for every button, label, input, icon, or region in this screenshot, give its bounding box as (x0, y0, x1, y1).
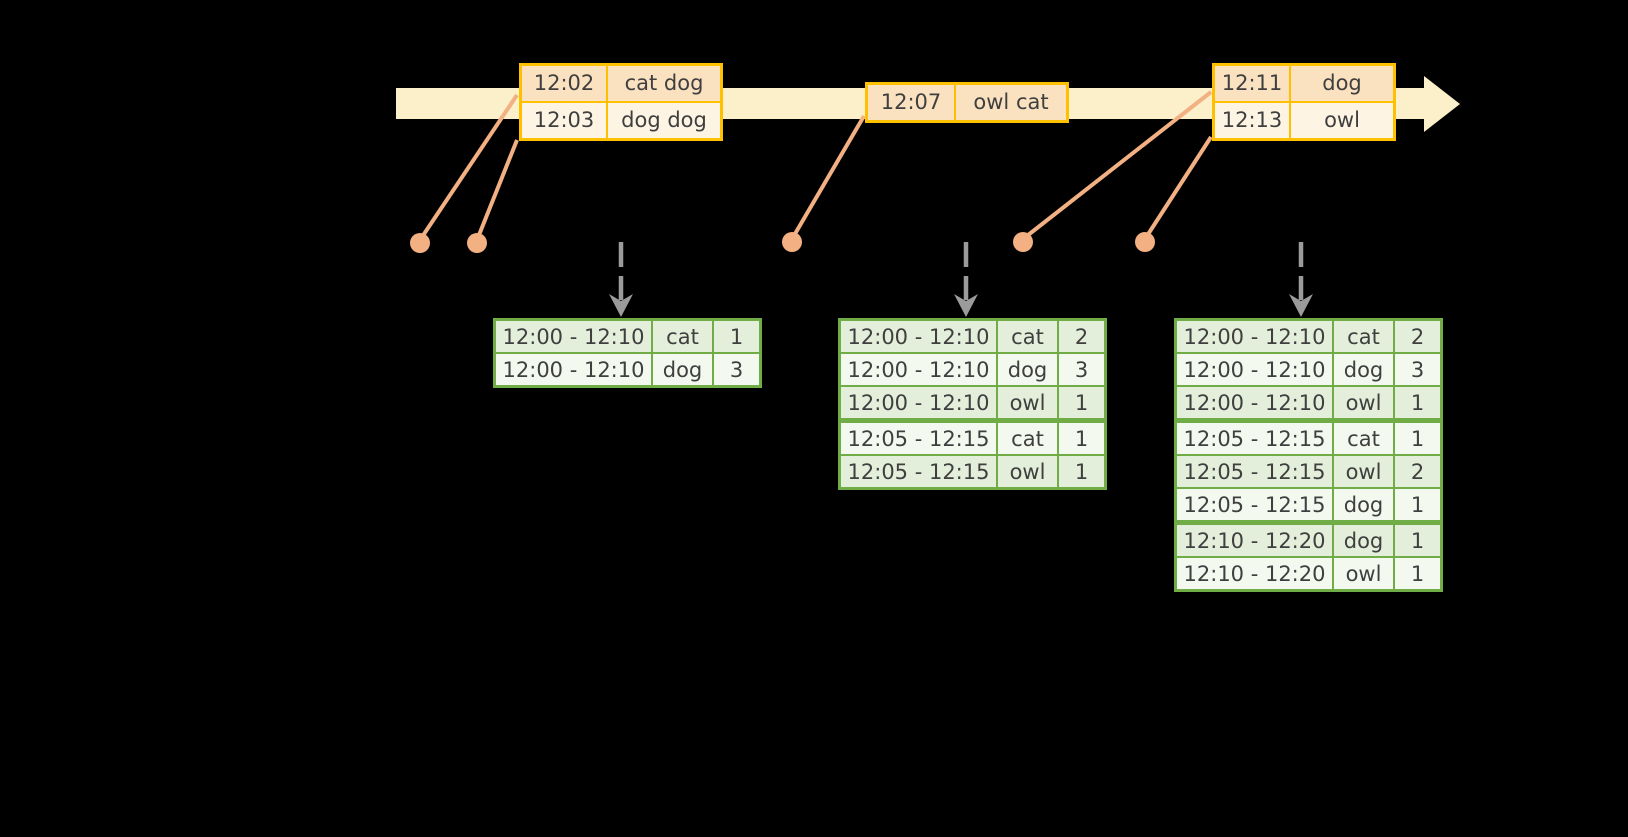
word-cell: cat (996, 418, 1059, 456)
window-cell: 12:00 - 12:10 (1174, 385, 1334, 422)
table-row: 12:10 - 12:20 owl 1 (1174, 556, 1443, 592)
window-cell: 12:00 - 12:10 (493, 318, 653, 354)
word-cell: cat (1332, 318, 1395, 354)
table-row: 12:00 - 12:10 owl 1 (838, 385, 1107, 422)
event-dot (410, 233, 430, 253)
event-time: 12:13 (1215, 103, 1289, 138)
count-cell: 1 (1393, 487, 1443, 524)
table-row: 12:00 - 12:10 cat 1 (493, 318, 762, 354)
window-cell: 12:00 - 12:10 (838, 352, 998, 387)
event-time: 12:07 (868, 85, 954, 120)
count-cell: 2 (1057, 318, 1107, 354)
word-cell: cat (1332, 418, 1395, 456)
count-cell: 1 (1393, 385, 1443, 422)
event-dot (1135, 232, 1155, 252)
window-cell: 12:05 - 12:15 (838, 454, 998, 490)
event-time: 12:02 (522, 66, 606, 101)
word-cell: dog (1332, 487, 1395, 524)
word-cell: owl (1332, 385, 1395, 422)
trigger-arrow-head-icon (609, 294, 633, 317)
word-cell: cat (651, 318, 714, 354)
table-row: 12:00 - 12:10 dog 3 (1174, 352, 1443, 387)
connector-line (1143, 135, 1213, 241)
word-cell: cat (996, 318, 1059, 354)
count-cell: 1 (1393, 556, 1443, 592)
table-row: 12:00 - 12:10 cat 2 (838, 318, 1107, 354)
word-cell: owl (996, 454, 1059, 490)
table-row: 12:00 - 12:10 cat 2 (1174, 318, 1443, 354)
count-cell: 2 (1393, 318, 1443, 354)
table-row: 12:00 - 12:10 dog 3 (493, 352, 762, 388)
trigger-arrow-head-icon (1289, 294, 1313, 317)
result-table-3: 12:00 - 12:10 cat 2 12:00 - 12:10 dog 3 … (1174, 318, 1443, 592)
window-cell: 12:05 - 12:15 (838, 418, 998, 456)
event-dot (1013, 232, 1033, 252)
count-cell: 1 (1393, 418, 1443, 456)
trigger-arrow-head-icon (954, 294, 978, 317)
count-cell: 1 (1057, 385, 1107, 422)
window-cell: 12:05 - 12:15 (1174, 487, 1334, 524)
connector-line (790, 114, 866, 241)
event-words: cat dog (608, 66, 720, 101)
table-row: 12:10 - 12:20 dog 1 (1174, 520, 1443, 558)
count-cell: 1 (1393, 520, 1443, 558)
event-dot (782, 232, 802, 252)
count-cell: 3 (1393, 352, 1443, 387)
table-row: 12:00 - 12:10 dog 3 (838, 352, 1107, 387)
count-cell: 3 (1057, 352, 1107, 387)
word-cell: owl (1332, 556, 1395, 592)
count-cell: 2 (1393, 454, 1443, 489)
window-cell: 12:05 - 12:15 (1174, 454, 1334, 489)
window-cell: 12:10 - 12:20 (1174, 556, 1334, 592)
word-cell: dog (651, 352, 714, 388)
word-cell: dog (1332, 352, 1395, 387)
word-cell: owl (1332, 454, 1395, 489)
event-time: 12:11 (1215, 66, 1289, 101)
table-row: 12:05 - 12:15 cat 1 (1174, 418, 1443, 456)
event-box-2: 12:07 owl cat (865, 82, 1069, 123)
table-row: 12:05 - 12:15 dog 1 (1174, 487, 1443, 524)
count-cell: 1 (1057, 418, 1107, 456)
word-cell: owl (996, 385, 1059, 422)
table-row: 12:00 - 12:10 owl 1 (1174, 385, 1443, 422)
window-cell: 12:00 - 12:10 (1174, 318, 1334, 354)
window-cell: 12:00 - 12:10 (838, 385, 998, 422)
window-cell: 12:00 - 12:10 (838, 318, 998, 354)
window-cell: 12:05 - 12:15 (1174, 418, 1334, 456)
result-table-1: 12:00 - 12:10 cat 1 12:00 - 12:10 dog 3 (493, 318, 762, 388)
event-time: 12:03 (522, 103, 606, 138)
table-row: 12:05 - 12:15 owl 2 (1174, 454, 1443, 489)
event-words: dog (1291, 66, 1393, 101)
event-words: dog dog (608, 103, 720, 138)
event-dot (467, 233, 487, 253)
count-cell: 1 (1057, 454, 1107, 490)
timeline-arrowhead-icon (1424, 76, 1460, 132)
word-cell: dog (996, 352, 1059, 387)
count-cell: 3 (712, 352, 762, 388)
event-words: owl (1291, 103, 1393, 138)
event-box-1: 12:02 cat dog 12:03 dog dog (519, 63, 723, 141)
window-cell: 12:10 - 12:20 (1174, 520, 1334, 558)
connector-line (475, 139, 519, 241)
table-row: 12:05 - 12:15 cat 1 (838, 418, 1107, 456)
event-box-3: 12:11 dog 12:13 owl (1212, 63, 1396, 141)
result-table-2: 12:00 - 12:10 cat 2 12:00 - 12:10 dog 3 … (838, 318, 1107, 490)
count-cell: 1 (712, 318, 762, 354)
window-cell: 12:00 - 12:10 (1174, 352, 1334, 387)
event-words: owl cat (956, 85, 1066, 120)
word-cell: dog (1332, 520, 1395, 558)
table-row: 12:05 - 12:15 owl 1 (838, 454, 1107, 490)
window-cell: 12:00 - 12:10 (493, 352, 653, 388)
